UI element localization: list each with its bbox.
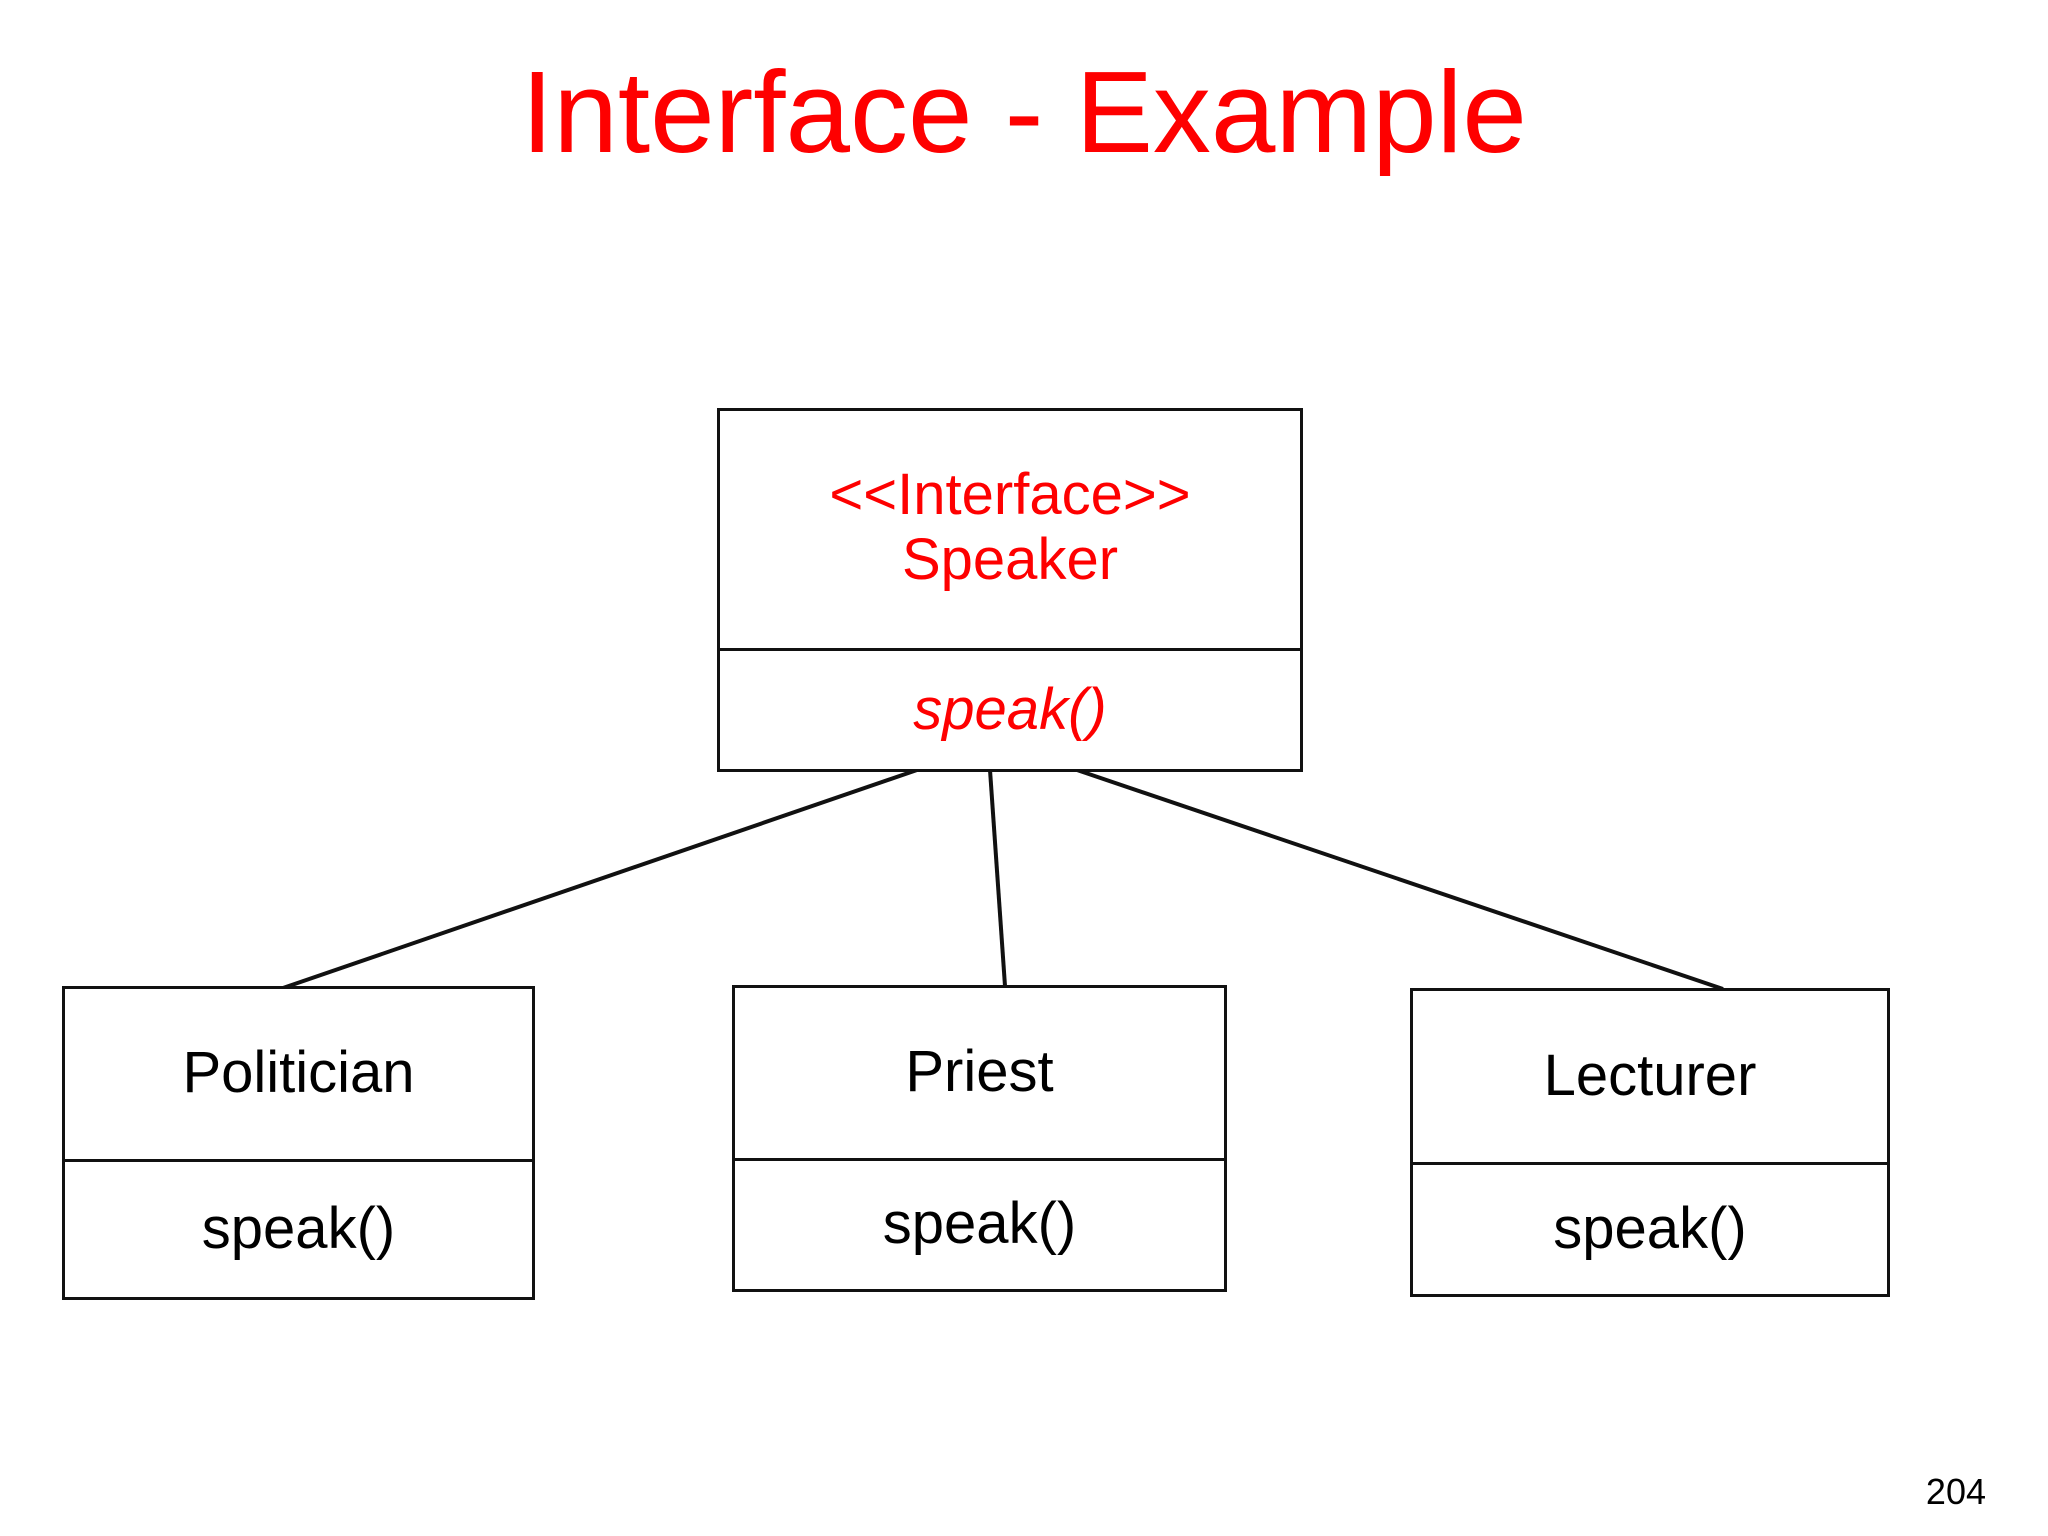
class-name-compartment: Priest <box>735 988 1224 1158</box>
class-name-politician: Politician <box>182 1040 415 1106</box>
class-operations-compartment: speak() <box>1413 1161 1887 1294</box>
interface-name-compartment: <<Interface>> Speaker <box>720 411 1300 648</box>
connector-line-politician <box>282 768 918 990</box>
connector-line-priest <box>988 769 1007 987</box>
class-operation-politician-speak: speak() <box>201 1195 396 1261</box>
class-operations-compartment: speak() <box>65 1158 532 1297</box>
uml-class-lecturer[interactable]: Lecturer speak() <box>1410 988 1890 1297</box>
interface-operations-compartment: speak() <box>720 648 1300 769</box>
class-operation-priest-speak: speak() <box>882 1191 1077 1257</box>
connector-line-lecturer <box>1076 768 1724 991</box>
page-title: Interface - Example <box>521 47 1527 177</box>
uml-interface-speaker[interactable]: <<Interface>> Speaker speak() <box>717 408 1303 772</box>
class-name-priest: Priest <box>905 1039 1054 1105</box>
class-name-compartment: Politician <box>65 989 532 1159</box>
interface-operation-speak: speak() <box>913 676 1107 742</box>
interface-name: Speaker <box>901 526 1119 592</box>
class-name-lecturer: Lecturer <box>1543 1042 1757 1108</box>
page-number: 204 <box>1925 1471 1986 1512</box>
class-operation-lecturer-speak: speak() <box>1553 1195 1747 1261</box>
class-operations-compartment: speak() <box>735 1157 1224 1289</box>
uml-class-politician[interactable]: Politician speak() <box>62 986 535 1300</box>
class-name-compartment: Lecturer <box>1413 991 1887 1162</box>
interface-stereotype: <<Interface>> <box>829 461 1191 527</box>
uml-class-priest[interactable]: Priest speak() <box>732 985 1227 1292</box>
